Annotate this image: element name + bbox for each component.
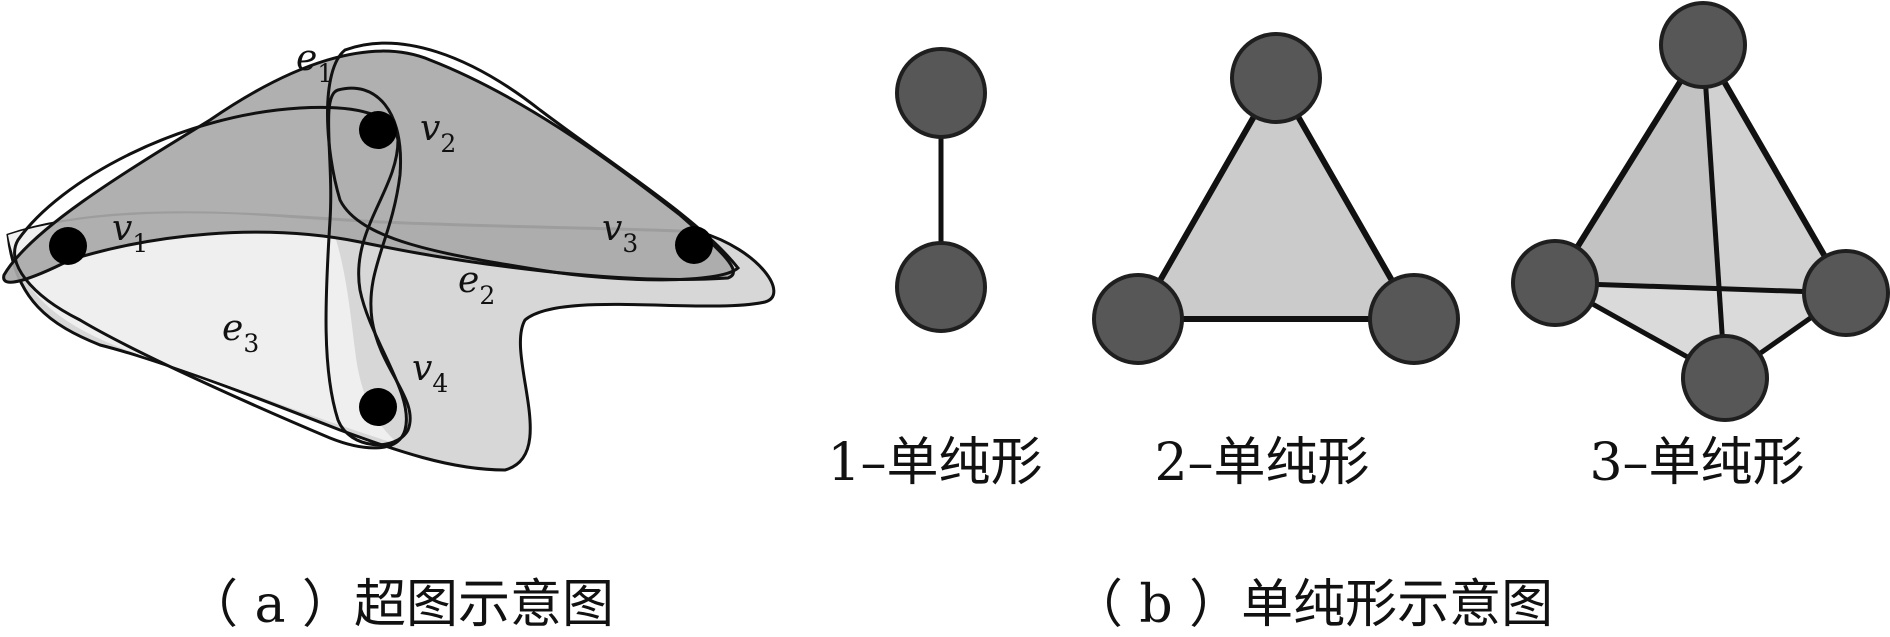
vertex-v1 [49,227,87,265]
label-v3: v3 [602,208,638,258]
label-e1: e1 [296,38,333,88]
label-2-simplex: 2–单纯形 [1154,433,1369,493]
three-simplex-edge-top-right [1700,43,1849,295]
hypergraph-panel: v1 v2 v3 v4 e1 e2 e3 （ a ）超图示意图 [2,38,776,635]
label-v1: v1 [112,208,148,258]
hyperedge-e1 [2,49,735,284]
three-simplex-top-node [1659,1,1747,89]
two-simplex-right-node [1368,273,1460,365]
two-simplex [1092,32,1460,365]
label-e3: e3 [222,308,259,358]
caption-a: （ a ）超图示意图 [186,575,614,635]
two-simplex-left-node [1092,273,1184,365]
caption-b: （ b ）单纯形示意图 [1071,575,1553,635]
three-simplex-edge-top-bottom [1700,44,1728,379]
label-1-simplex: 1–单纯形 [827,433,1042,493]
one-simplex-bottom-node [895,241,987,333]
hyperedge-v2-v3-outline [326,41,741,282]
label-3-simplex: 3–单纯形 [1589,433,1804,493]
three-simplex-left-node [1511,239,1599,327]
three-simplex-edge-top-left [1552,43,1706,285]
three-simplex-bottom-node [1681,334,1769,422]
two-simplex-face [1135,75,1417,322]
simplex-panel: 1–单纯形 2–单纯形 3–单纯形 （ b ）单纯形示意图 [827,1,1890,635]
label-e2: e2 [458,260,495,310]
label-v4: v4 [412,348,448,398]
three-simplex-edge-back [1554,280,1847,296]
label-v2: v2 [420,108,456,158]
three-simplex [1511,1,1890,422]
one-simplex-top-node [895,47,987,139]
three-simplex-face-bottom [1555,283,1846,378]
three-simplex-right-node [1802,249,1890,337]
hyperedge-v2-v4-outline [324,86,412,447]
hyperedge-e3 [8,213,400,445]
vertex-v3 [675,226,713,264]
two-simplex-top-node [1230,32,1322,124]
vertex-v4 [359,388,397,426]
vertex-v2 [359,111,397,149]
one-simplex [895,47,987,333]
